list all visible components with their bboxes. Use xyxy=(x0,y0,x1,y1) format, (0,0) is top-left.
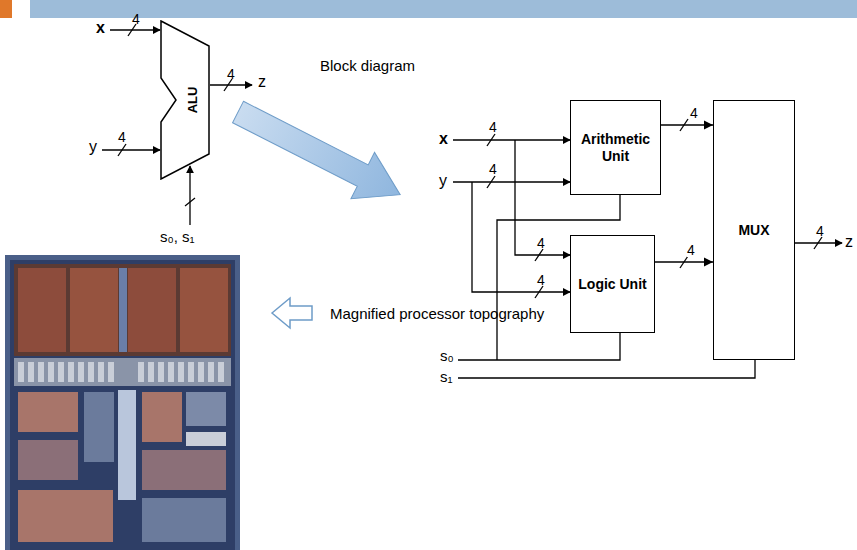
photo-caption: Magnified processor topography xyxy=(330,306,544,321)
signal-name: s₀ xyxy=(440,348,454,363)
unit-label: Arithmetic Unit xyxy=(571,129,660,165)
header-bar xyxy=(30,0,857,18)
photo-arrow xyxy=(272,298,312,328)
unit-label: Logic Unit xyxy=(575,274,649,294)
signal-name: s₁ xyxy=(440,369,453,384)
signal-name: y xyxy=(89,139,97,155)
signal-name: z xyxy=(258,74,266,90)
bus-width: 4 xyxy=(489,162,497,176)
mux-box: MUX xyxy=(713,100,795,360)
bus-connector xyxy=(661,121,713,130)
bus-width: 4 xyxy=(816,224,824,238)
heading-note: Block diagram xyxy=(320,58,415,73)
alu-symbol: ALU xyxy=(160,20,210,180)
bus-width: 4 xyxy=(227,67,235,81)
signal-name: y xyxy=(439,173,447,189)
bus-width: 4 xyxy=(690,106,698,120)
alu-label: ALU xyxy=(184,84,203,117)
transition-arrow xyxy=(226,89,412,218)
header-mark xyxy=(0,0,12,18)
bus-width: 4 xyxy=(687,243,695,257)
box-text-group: Logic Unit xyxy=(575,274,649,294)
select-signals: s₀, s₁ xyxy=(160,229,195,244)
chip-photo xyxy=(5,255,240,550)
signal-name: z xyxy=(845,234,853,250)
box-text-group: MUX xyxy=(735,220,772,240)
bus-width: 4 xyxy=(118,130,126,144)
logic-unit-box: Logic Unit xyxy=(570,235,655,333)
unit-label: MUX xyxy=(735,220,772,240)
bus-width: 4 xyxy=(537,273,545,287)
bus-width: 4 xyxy=(132,12,140,26)
box-text-group: Arithmetic Unit xyxy=(571,129,660,165)
signal-name: x xyxy=(439,131,448,147)
bus-connector xyxy=(655,258,713,267)
signal-name: x xyxy=(96,20,105,36)
bus-width: 4 xyxy=(537,236,545,250)
bus-width: 4 xyxy=(489,120,497,134)
arithmetic-unit-box: Arithmetic Unit xyxy=(570,100,661,195)
